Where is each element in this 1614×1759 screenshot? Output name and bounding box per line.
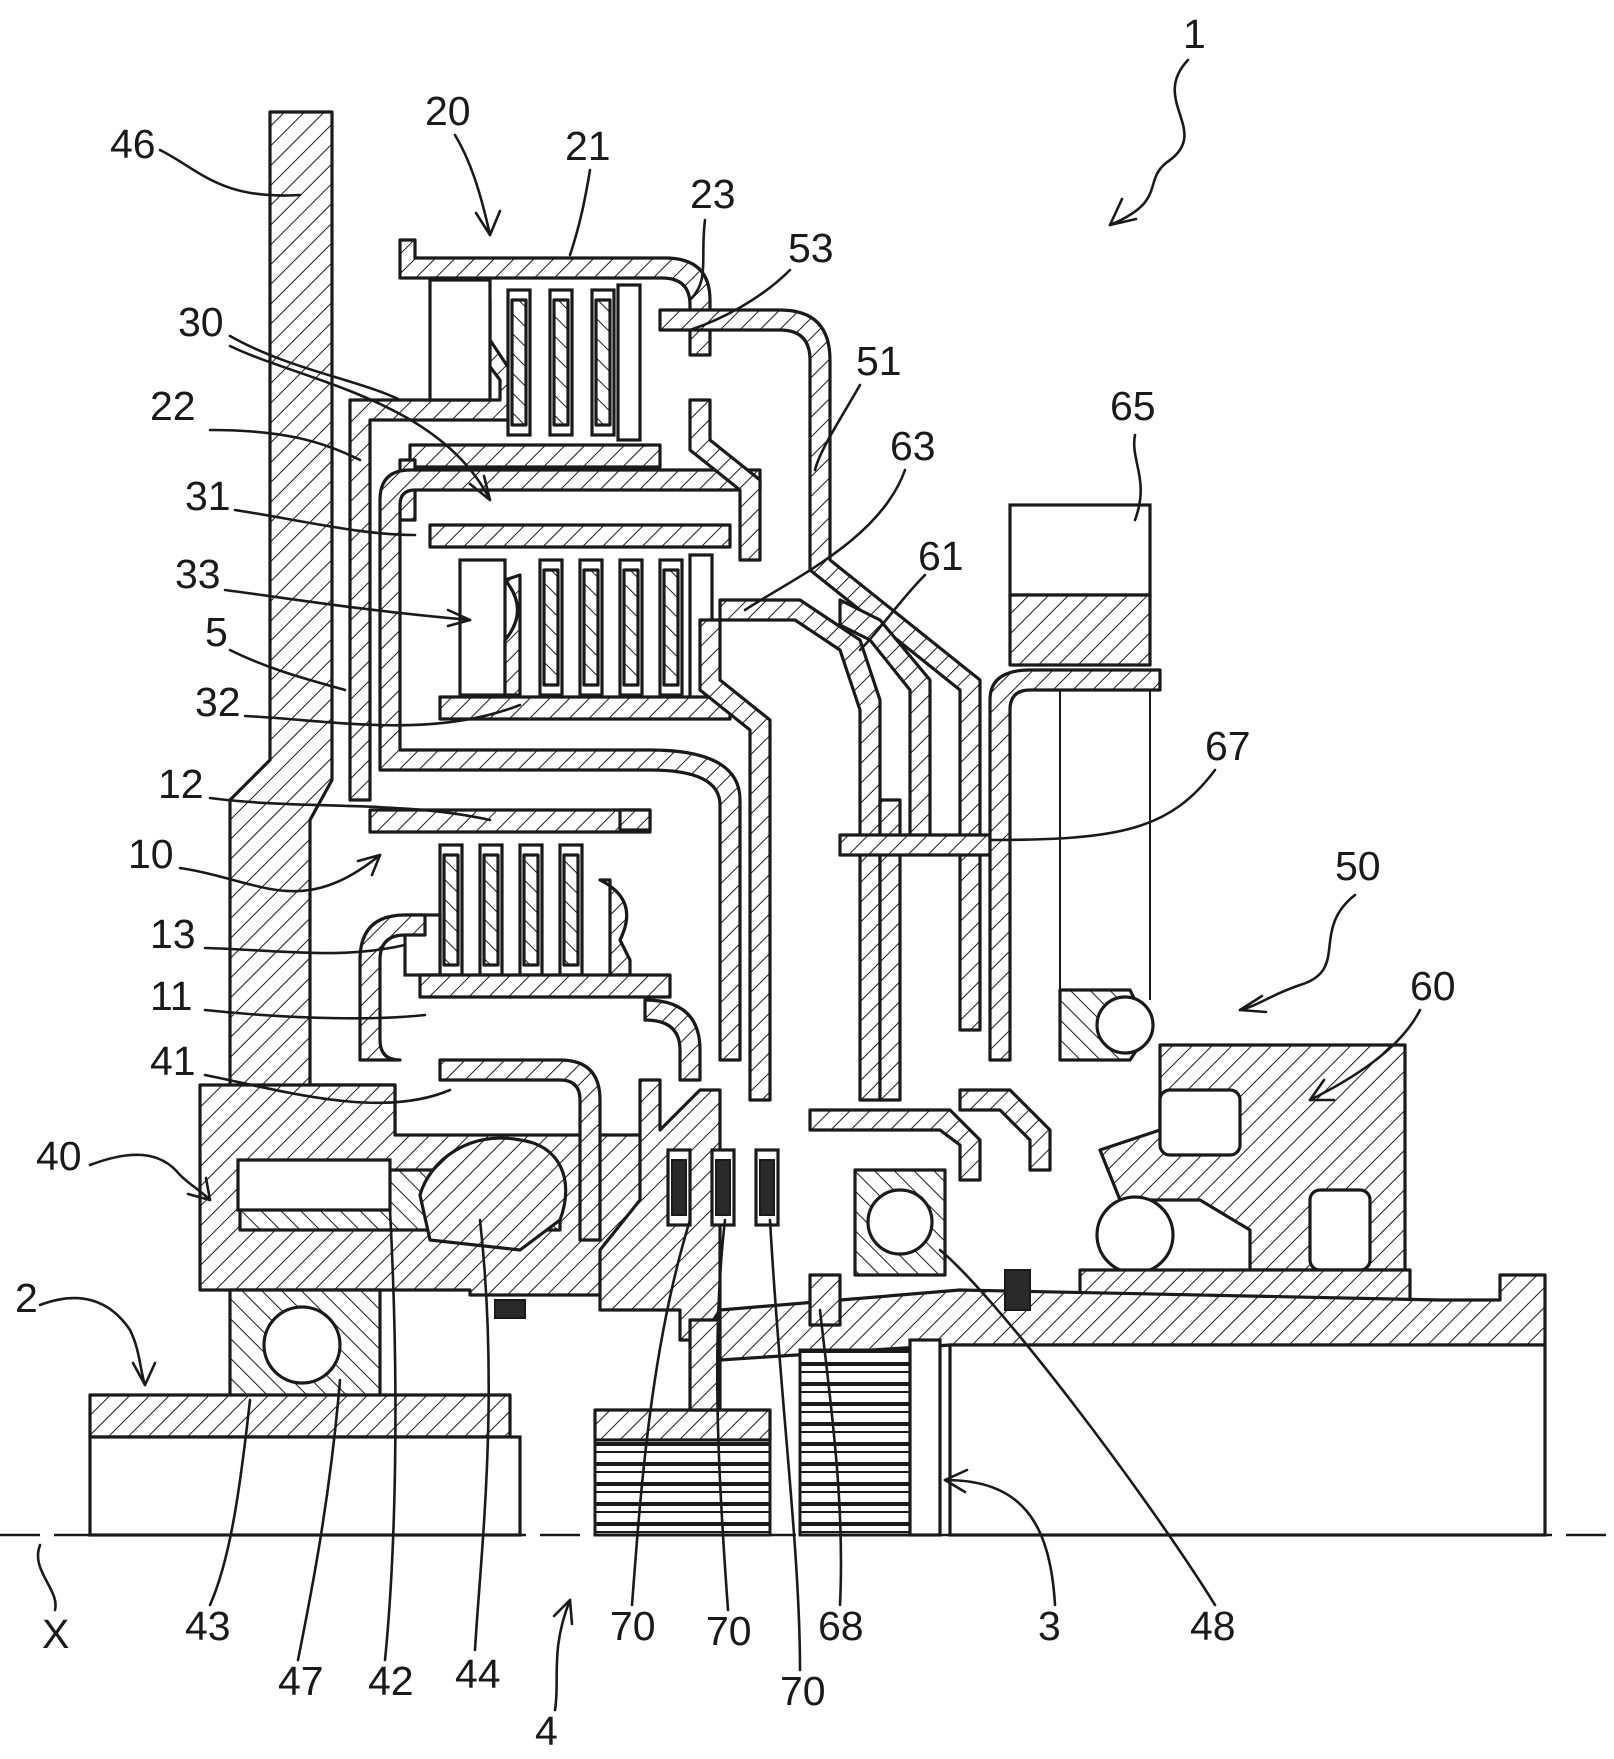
seal-rings-70: [666, 1148, 780, 1227]
label-40: 40: [36, 1133, 82, 1179]
clutch-pack-21: [506, 283, 642, 442]
bearing-48: [853, 1168, 947, 1277]
label-43: 43: [185, 1603, 231, 1649]
label-50: 50: [1335, 843, 1381, 889]
label-1: 1: [1183, 11, 1206, 57]
output-hub-4: [593, 1078, 772, 1537]
label-21: 21: [565, 123, 611, 169]
clutch-pack-11: [438, 843, 584, 977]
label-46: 46: [110, 121, 156, 167]
label-13: 13: [150, 911, 196, 957]
label-44: 44: [455, 1651, 501, 1697]
label-2: 2: [15, 1275, 38, 1321]
label-12: 12: [158, 761, 204, 807]
clutch-pack-31: [538, 553, 714, 702]
label-65: 65: [1110, 383, 1156, 429]
label-11: 11: [150, 973, 193, 1019]
label-42: 42: [368, 1658, 414, 1704]
label-47: 47: [278, 1658, 324, 1704]
label-61: 61: [918, 533, 964, 579]
actuator-assembly-50: [1058, 988, 1412, 1312]
label-5: 5: [205, 609, 228, 655]
label-33: 33: [175, 551, 221, 597]
input-shaft-2: [88, 1393, 522, 1537]
label-23: 23: [690, 171, 736, 217]
label-4: 4: [535, 1708, 558, 1754]
label-20: 20: [425, 88, 471, 134]
label-X: X: [42, 1611, 69, 1657]
label-67: 67: [1205, 723, 1251, 769]
label-70c: 70: [780, 1668, 826, 1714]
label-63: 63: [890, 423, 936, 469]
ring-gear-65: [988, 503, 1162, 1062]
label-31: 31: [185, 473, 231, 519]
label-41: 41: [150, 1038, 196, 1084]
label-3: 3: [1038, 1603, 1061, 1649]
label-10: 10: [128, 831, 174, 877]
label-68: 68: [818, 1603, 864, 1649]
outer-clutch-drum-20: [348, 238, 712, 802]
label-51: 51: [856, 338, 902, 384]
label-32: 32: [195, 679, 241, 725]
label-53: 53: [788, 225, 834, 271]
label-60: 60: [1410, 963, 1456, 1009]
bearing-47: [228, 1288, 382, 1402]
label-30: 30: [178, 299, 224, 345]
inner-clutch-10: [358, 808, 702, 1242]
output-shaft-3: [718, 1269, 1547, 1537]
label-48: 48: [1190, 1603, 1236, 1649]
label-22: 22: [150, 383, 196, 429]
label-70a: 70: [610, 1603, 656, 1649]
reference-labels: 1 46 20 21 23 53 30 51 65 22 63 31 61 33…: [15, 11, 1456, 1754]
label-70b: 70: [706, 1608, 752, 1654]
leader-lines: [36, 58, 1422, 1712]
